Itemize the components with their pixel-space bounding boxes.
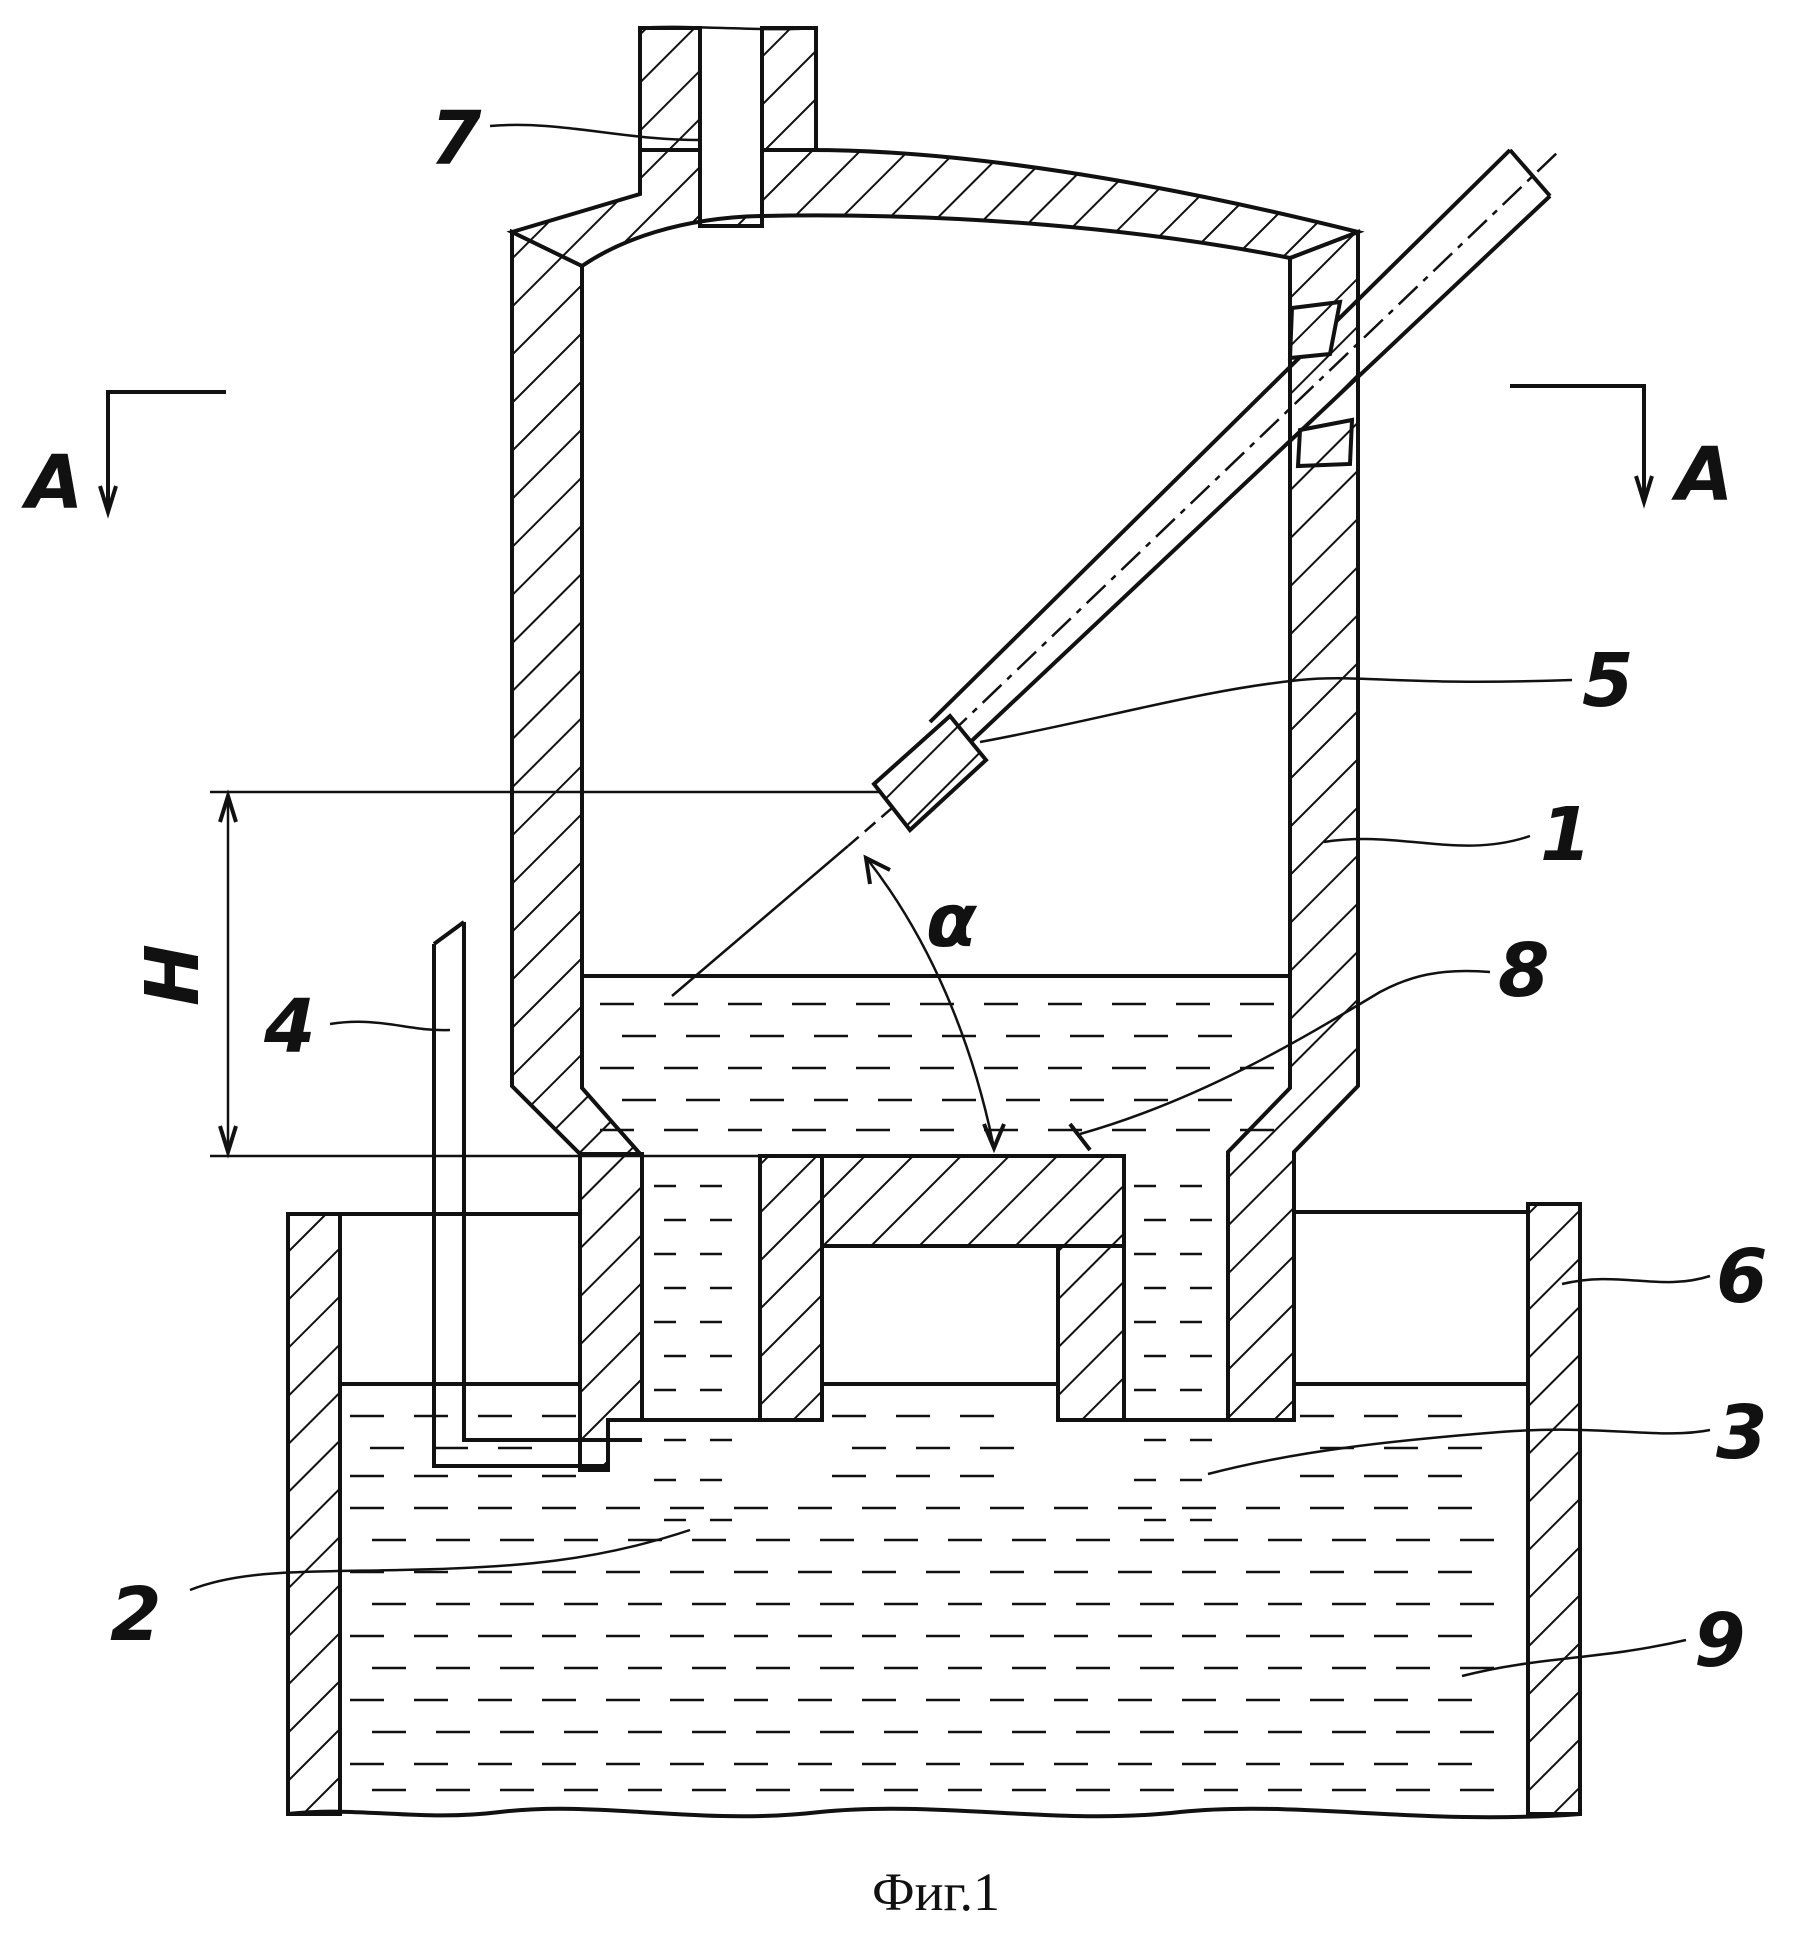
bottom-block [580,1154,1294,1520]
leader-5 [980,678,1572,742]
vessel-liquid [582,976,1290,1150]
channel-left-outer-wall [580,1154,642,1470]
outlet-pipe-right-wall [762,28,816,150]
channel-right-inner-wall [1058,1246,1124,1420]
vessel-roof [512,150,1358,266]
label-section-left: A [21,440,83,526]
outer-bath [288,1204,1580,1817]
label-4: 4 [263,984,316,1070]
bath-liquid [340,1384,1528,1790]
channel-left-inner-wall [760,1156,822,1420]
bath-wall-right [1528,1204,1580,1814]
figure-caption: Фиг.1 [872,1862,1000,1922]
label-height: H [130,944,216,1006]
angle-alpha-arrow-bottom [984,1124,1004,1148]
label-3: 3 [1716,1390,1768,1476]
overflow-sill-8 [1070,1124,1090,1150]
lance-wall-seal-lower [1298,420,1352,466]
lance-break-end [1510,150,1550,196]
lance-lower-edge [962,196,1550,750]
lance-extension-line [672,846,848,996]
leader-3 [1208,1430,1710,1474]
lance-extension-dashed [848,808,892,846]
section-right-marker [1510,386,1644,502]
label-section-right: A [1671,432,1733,518]
outlet-pipe-left-wall [640,28,700,150]
label-5: 5 [1582,638,1634,724]
label-1: 1 [1540,792,1592,878]
sampling-tube-top [434,922,464,944]
section-markers [100,386,1652,512]
label-2: 2 [110,1572,162,1658]
label-9: 9 [1694,1598,1746,1684]
bath-wall-left [288,1214,340,1814]
label-7: 7 [430,96,482,182]
vessel-wall-left [512,232,642,1246]
leader-6 [1562,1276,1710,1284]
inclined-lance [672,150,1560,996]
lance-nozzle [874,716,986,830]
bath-bottom-break-line [288,1809,1580,1818]
vessel-liquid-dashes [600,1004,1274,1130]
label-8: 8 [1498,928,1550,1014]
lance-wall-seal-upper [1290,302,1340,358]
bath-liquid-dashes [350,1416,1494,1790]
label-angle: α [926,878,978,964]
label-6: 6 [1716,1234,1768,1320]
section-left-marker [108,392,226,512]
angle-alpha-arrow-top [866,858,890,884]
